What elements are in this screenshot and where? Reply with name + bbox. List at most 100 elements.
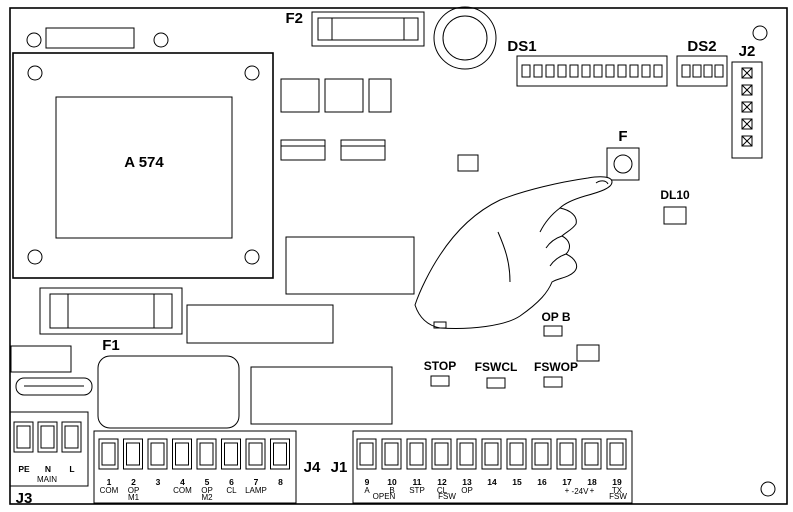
dip-key[interactable] bbox=[557, 64, 567, 78]
j1-terminal-number: 11 bbox=[413, 477, 422, 487]
terminal-screw bbox=[147, 438, 168, 470]
dip-key[interactable] bbox=[681, 64, 691, 78]
fuse-f1: F1 bbox=[39, 287, 183, 354]
dip-key[interactable] bbox=[629, 64, 639, 78]
j1-terminal-number: 10 bbox=[387, 477, 397, 487]
dip-switch-ds1: DS1 bbox=[507, 38, 668, 87]
buzzer bbox=[433, 6, 497, 70]
j2-pin bbox=[741, 101, 753, 113]
component bbox=[340, 139, 386, 161]
j1-19-sub-label: FSW bbox=[609, 492, 627, 501]
dip-key[interactable] bbox=[533, 64, 543, 78]
button-f[interactable]: F bbox=[606, 128, 640, 181]
transformer: A 574 bbox=[12, 52, 274, 279]
j1-terminal-number: 16 bbox=[537, 477, 547, 487]
dip-key[interactable] bbox=[581, 64, 591, 78]
terminal-screw bbox=[531, 438, 552, 470]
led-opb bbox=[543, 325, 563, 337]
f1-label: F1 bbox=[102, 337, 120, 354]
j1-terminal-sublabel: B bbox=[389, 486, 394, 495]
j2-pin bbox=[741, 67, 753, 79]
j4-terminal-sublabel: COM bbox=[100, 486, 119, 495]
mounting-hole bbox=[153, 32, 169, 48]
j1-terminal-number: 17 bbox=[562, 477, 572, 487]
buzzer-inner bbox=[442, 15, 488, 61]
j1-terminal-number: 13 bbox=[462, 477, 472, 487]
ds2-label: DS2 bbox=[687, 38, 716, 55]
dip-key[interactable] bbox=[653, 64, 663, 78]
j1-terminal-number: 12 bbox=[437, 477, 447, 487]
mounting-hole bbox=[26, 32, 42, 48]
j4-terminal-sublabel: OP bbox=[128, 486, 140, 495]
j2-pin bbox=[741, 84, 753, 96]
relay bbox=[324, 78, 364, 113]
j2-pin bbox=[741, 135, 753, 147]
terminal-screw bbox=[406, 438, 427, 470]
component-led bbox=[457, 154, 479, 172]
j1-terminal-sublabel: TX bbox=[612, 486, 623, 495]
dip-key[interactable] bbox=[593, 64, 603, 78]
component bbox=[280, 139, 326, 161]
j4-terminal-sublabel: CL bbox=[226, 486, 237, 495]
fswop-label: FSWOP bbox=[534, 360, 578, 374]
transformer-label: A 574 bbox=[124, 154, 164, 171]
led-fswcl bbox=[486, 377, 506, 389]
j1-terminal-sublabel: A bbox=[364, 486, 370, 495]
relay bbox=[368, 78, 392, 113]
crystal bbox=[15, 377, 93, 396]
led-dl10 bbox=[663, 206, 687, 225]
component-small bbox=[576, 344, 600, 362]
j3-label: J3 bbox=[16, 490, 33, 507]
terminal-screw bbox=[196, 438, 217, 470]
terminal-screw bbox=[221, 438, 241, 470]
f-label: F bbox=[618, 128, 627, 145]
dip-key[interactable] bbox=[641, 64, 651, 78]
dip-key[interactable] bbox=[692, 64, 702, 78]
j1-terminal-number: 9 bbox=[365, 477, 370, 487]
pointing-hand-icon bbox=[414, 176, 613, 329]
opb-label: OP B bbox=[541, 310, 570, 324]
led-stop bbox=[430, 375, 450, 387]
connector-j2: J2 bbox=[731, 43, 763, 159]
j4-terminal-number: 2 bbox=[131, 477, 136, 487]
j4-terminal-number: 8 bbox=[278, 477, 283, 487]
dip-key[interactable] bbox=[521, 64, 531, 78]
terminal-screw bbox=[456, 438, 477, 470]
mounting-hole bbox=[760, 481, 776, 497]
j3-group-label: MAIN bbox=[37, 475, 57, 484]
terminal-screw bbox=[506, 438, 527, 470]
j1-label: J1 bbox=[331, 459, 348, 476]
stop-label: STOP bbox=[424, 359, 456, 373]
dip-key[interactable] bbox=[617, 64, 627, 78]
terminal-screw bbox=[172, 438, 192, 470]
ds1-label: DS1 bbox=[507, 38, 536, 55]
terminal-screw bbox=[606, 438, 627, 470]
j4-terminal-sublabel: LAMP bbox=[245, 486, 267, 495]
j4-terminal-sublabel: M2 bbox=[201, 493, 213, 502]
header-block bbox=[45, 27, 135, 49]
dip-key[interactable] bbox=[545, 64, 555, 78]
dip-key[interactable] bbox=[569, 64, 579, 78]
j4-label: J4 bbox=[304, 459, 321, 476]
j4-terminal-number: 4 bbox=[180, 477, 185, 487]
j1-terminal-sublabel: + bbox=[590, 486, 595, 495]
f2-label: F2 bbox=[285, 10, 303, 27]
j1-terminal-sublabel: CL bbox=[437, 486, 448, 495]
component-block bbox=[10, 345, 72, 373]
j2-pin bbox=[741, 118, 753, 130]
j3-terminal-label: L bbox=[69, 464, 74, 474]
dip-key[interactable] bbox=[703, 64, 713, 78]
dl10-label: DL10 bbox=[660, 188, 690, 202]
dip-key[interactable] bbox=[714, 64, 724, 78]
j4-terminal-sublabel: M1 bbox=[128, 493, 140, 502]
j1-terminal-sublabel: STP bbox=[409, 486, 425, 495]
fswcl-label: FSWCL bbox=[475, 360, 518, 374]
j1-open-label: OPEN bbox=[373, 492, 396, 501]
j4-terminal-number: 3 bbox=[156, 477, 161, 487]
terminal-screw bbox=[37, 421, 58, 453]
dip-key[interactable] bbox=[605, 64, 615, 78]
